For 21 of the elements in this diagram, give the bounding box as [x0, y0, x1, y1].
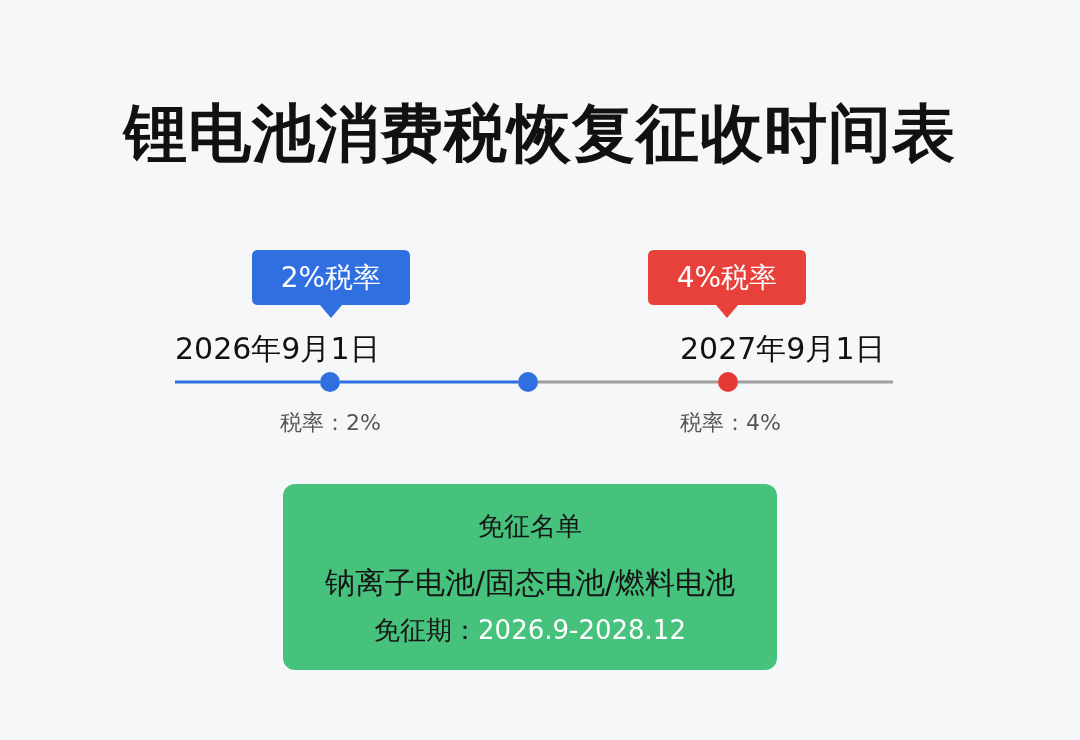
card-heading: 免征名单 — [478, 511, 582, 543]
timeline-dot — [518, 372, 538, 392]
rate-note: 税率：2% — [280, 410, 381, 437]
exemption-card — [283, 484, 777, 670]
timeline-segment — [538, 380, 718, 384]
tax-rate-label: 4%税率 — [675, 260, 779, 295]
diagram-title: 锂电池消费税恢复征收时间表 — [121, 96, 957, 172]
rate-note: 税率：4% — [680, 410, 781, 437]
battery-list: 钠离子电池/固态电池/燃料电池 — [324, 565, 736, 601]
timeline-segment — [175, 380, 320, 384]
period-value: 2026.9-2028.12 — [478, 615, 686, 647]
timeline-segment — [738, 380, 893, 384]
period-label: 免征期： — [374, 615, 479, 647]
callout-bubble — [252, 250, 410, 318]
timeline-dot — [320, 372, 340, 392]
callout-bubble — [648, 250, 806, 318]
date-label: 2027年9月1日 — [680, 331, 885, 367]
timeline-dot — [718, 372, 738, 392]
tax-rate-label: 2%税率 — [279, 260, 383, 295]
timeline-segment — [340, 380, 518, 384]
date-label: 2026年9月1日 — [175, 331, 380, 367]
